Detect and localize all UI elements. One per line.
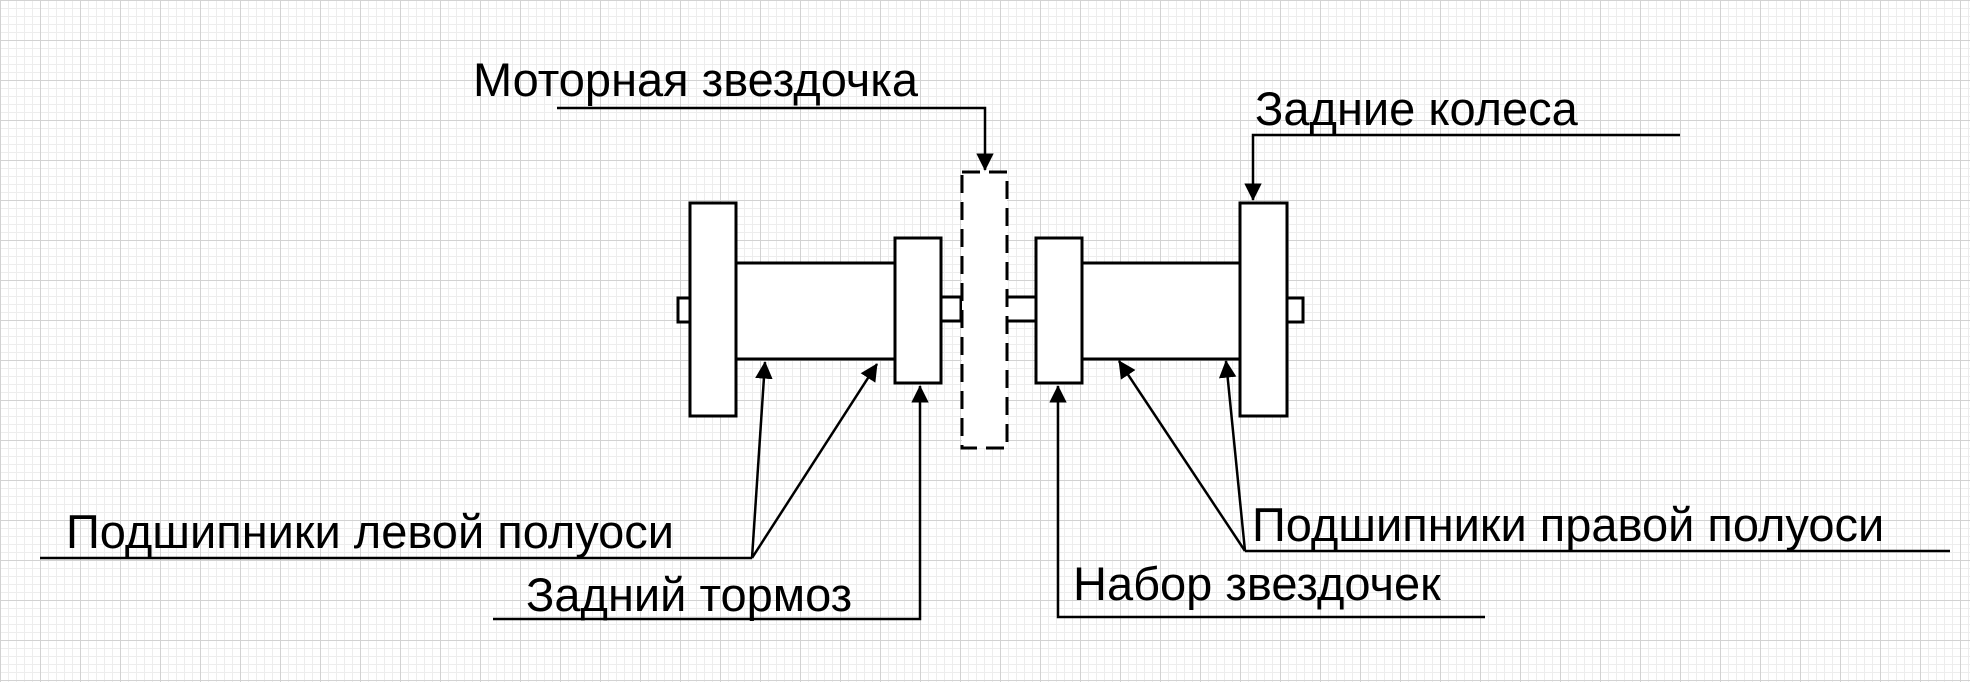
left-hub-cap <box>676 296 692 324</box>
left-shaft-stub <box>939 295 963 323</box>
rear-wheels-leader <box>1244 133 1680 201</box>
rear-brake-leader <box>493 385 929 621</box>
right-hub-cap <box>1285 296 1305 324</box>
label-rear-wheels: Задние колеса <box>1255 82 1579 135</box>
sprocket-set-leader <box>1049 385 1485 619</box>
right-bearing-arrow-1 <box>1117 360 1247 552</box>
left-axle-tube <box>733 261 897 361</box>
right-bearing-arrow-2 <box>1218 360 1247 552</box>
left-rear-wheel <box>688 201 738 418</box>
label-left-axle-bearings: Подшипники левой полуоси <box>66 505 674 558</box>
right-axle-tube <box>1078 261 1242 361</box>
right-rear-wheel <box>1238 201 1289 418</box>
label-right-axle-bearings: Подшипники правой полуоси <box>1252 498 1884 551</box>
left-bearing-arrow-2 <box>750 363 879 559</box>
rear-brake-block <box>893 236 943 385</box>
motor-sprocket <box>960 170 1009 450</box>
label-sprocket-set: Набор звездочек <box>1073 557 1441 610</box>
motor-sprocket-leader <box>557 106 994 171</box>
sprocket-set-block <box>1034 236 1084 385</box>
label-motor-sprocket: Моторная звездочка <box>473 53 919 106</box>
label-rear-brake: Задний тормоз <box>526 568 852 621</box>
left-bearing-arrow-1 <box>750 361 773 559</box>
